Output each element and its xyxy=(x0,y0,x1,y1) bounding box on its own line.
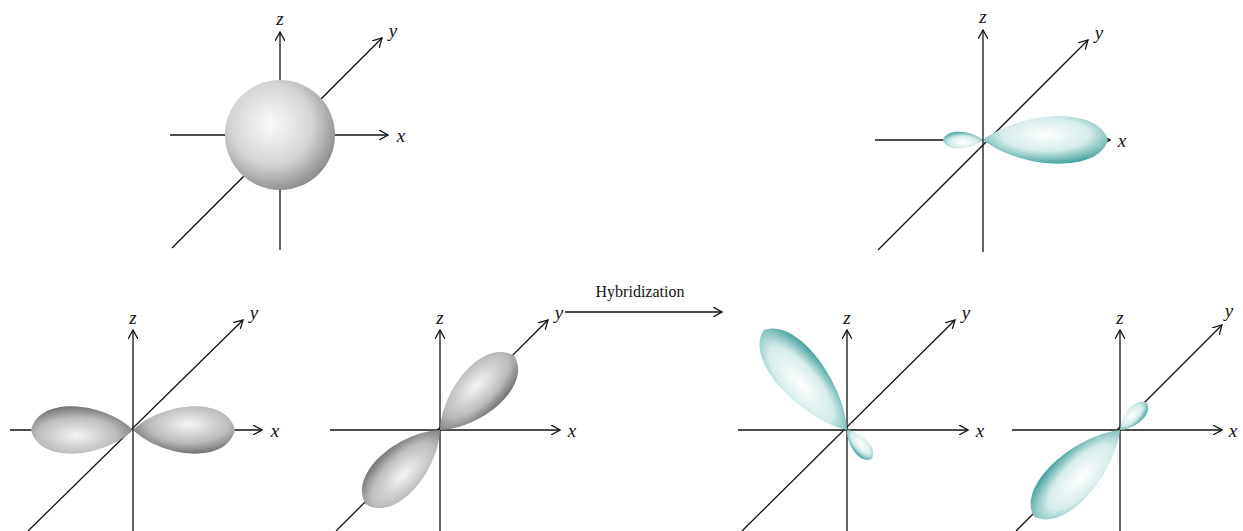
py-orbital xyxy=(349,339,531,521)
axis-label: z xyxy=(129,308,136,327)
axis-label: z xyxy=(843,308,850,327)
axis-label: y xyxy=(555,303,563,322)
sp2-hybrid-orbital xyxy=(943,116,1108,163)
px-orbital xyxy=(31,406,235,453)
axis-label: y xyxy=(250,303,258,322)
axis-label: z xyxy=(276,9,283,28)
sp2-hybrid-orbital xyxy=(745,315,877,464)
axis-label: z xyxy=(1116,308,1123,327)
s-orbital xyxy=(225,80,335,190)
axis-label: x xyxy=(976,421,984,440)
process-label: Hybridization xyxy=(596,284,685,300)
axis-label: y xyxy=(1225,301,1233,320)
axis-label: y xyxy=(962,303,970,322)
axis-label: y xyxy=(1095,23,1103,42)
axis-label: x xyxy=(568,421,576,440)
axes xyxy=(10,30,1222,531)
axis-label: x xyxy=(397,126,405,145)
axis-label: y xyxy=(389,21,397,40)
axis-label: x xyxy=(1118,131,1126,150)
axis-label: z xyxy=(979,7,986,26)
axis-label: x xyxy=(1229,421,1237,440)
axis-label: x xyxy=(271,421,279,440)
axis-label: z xyxy=(436,308,443,327)
sp2-hybrid-orbital xyxy=(1017,397,1153,531)
